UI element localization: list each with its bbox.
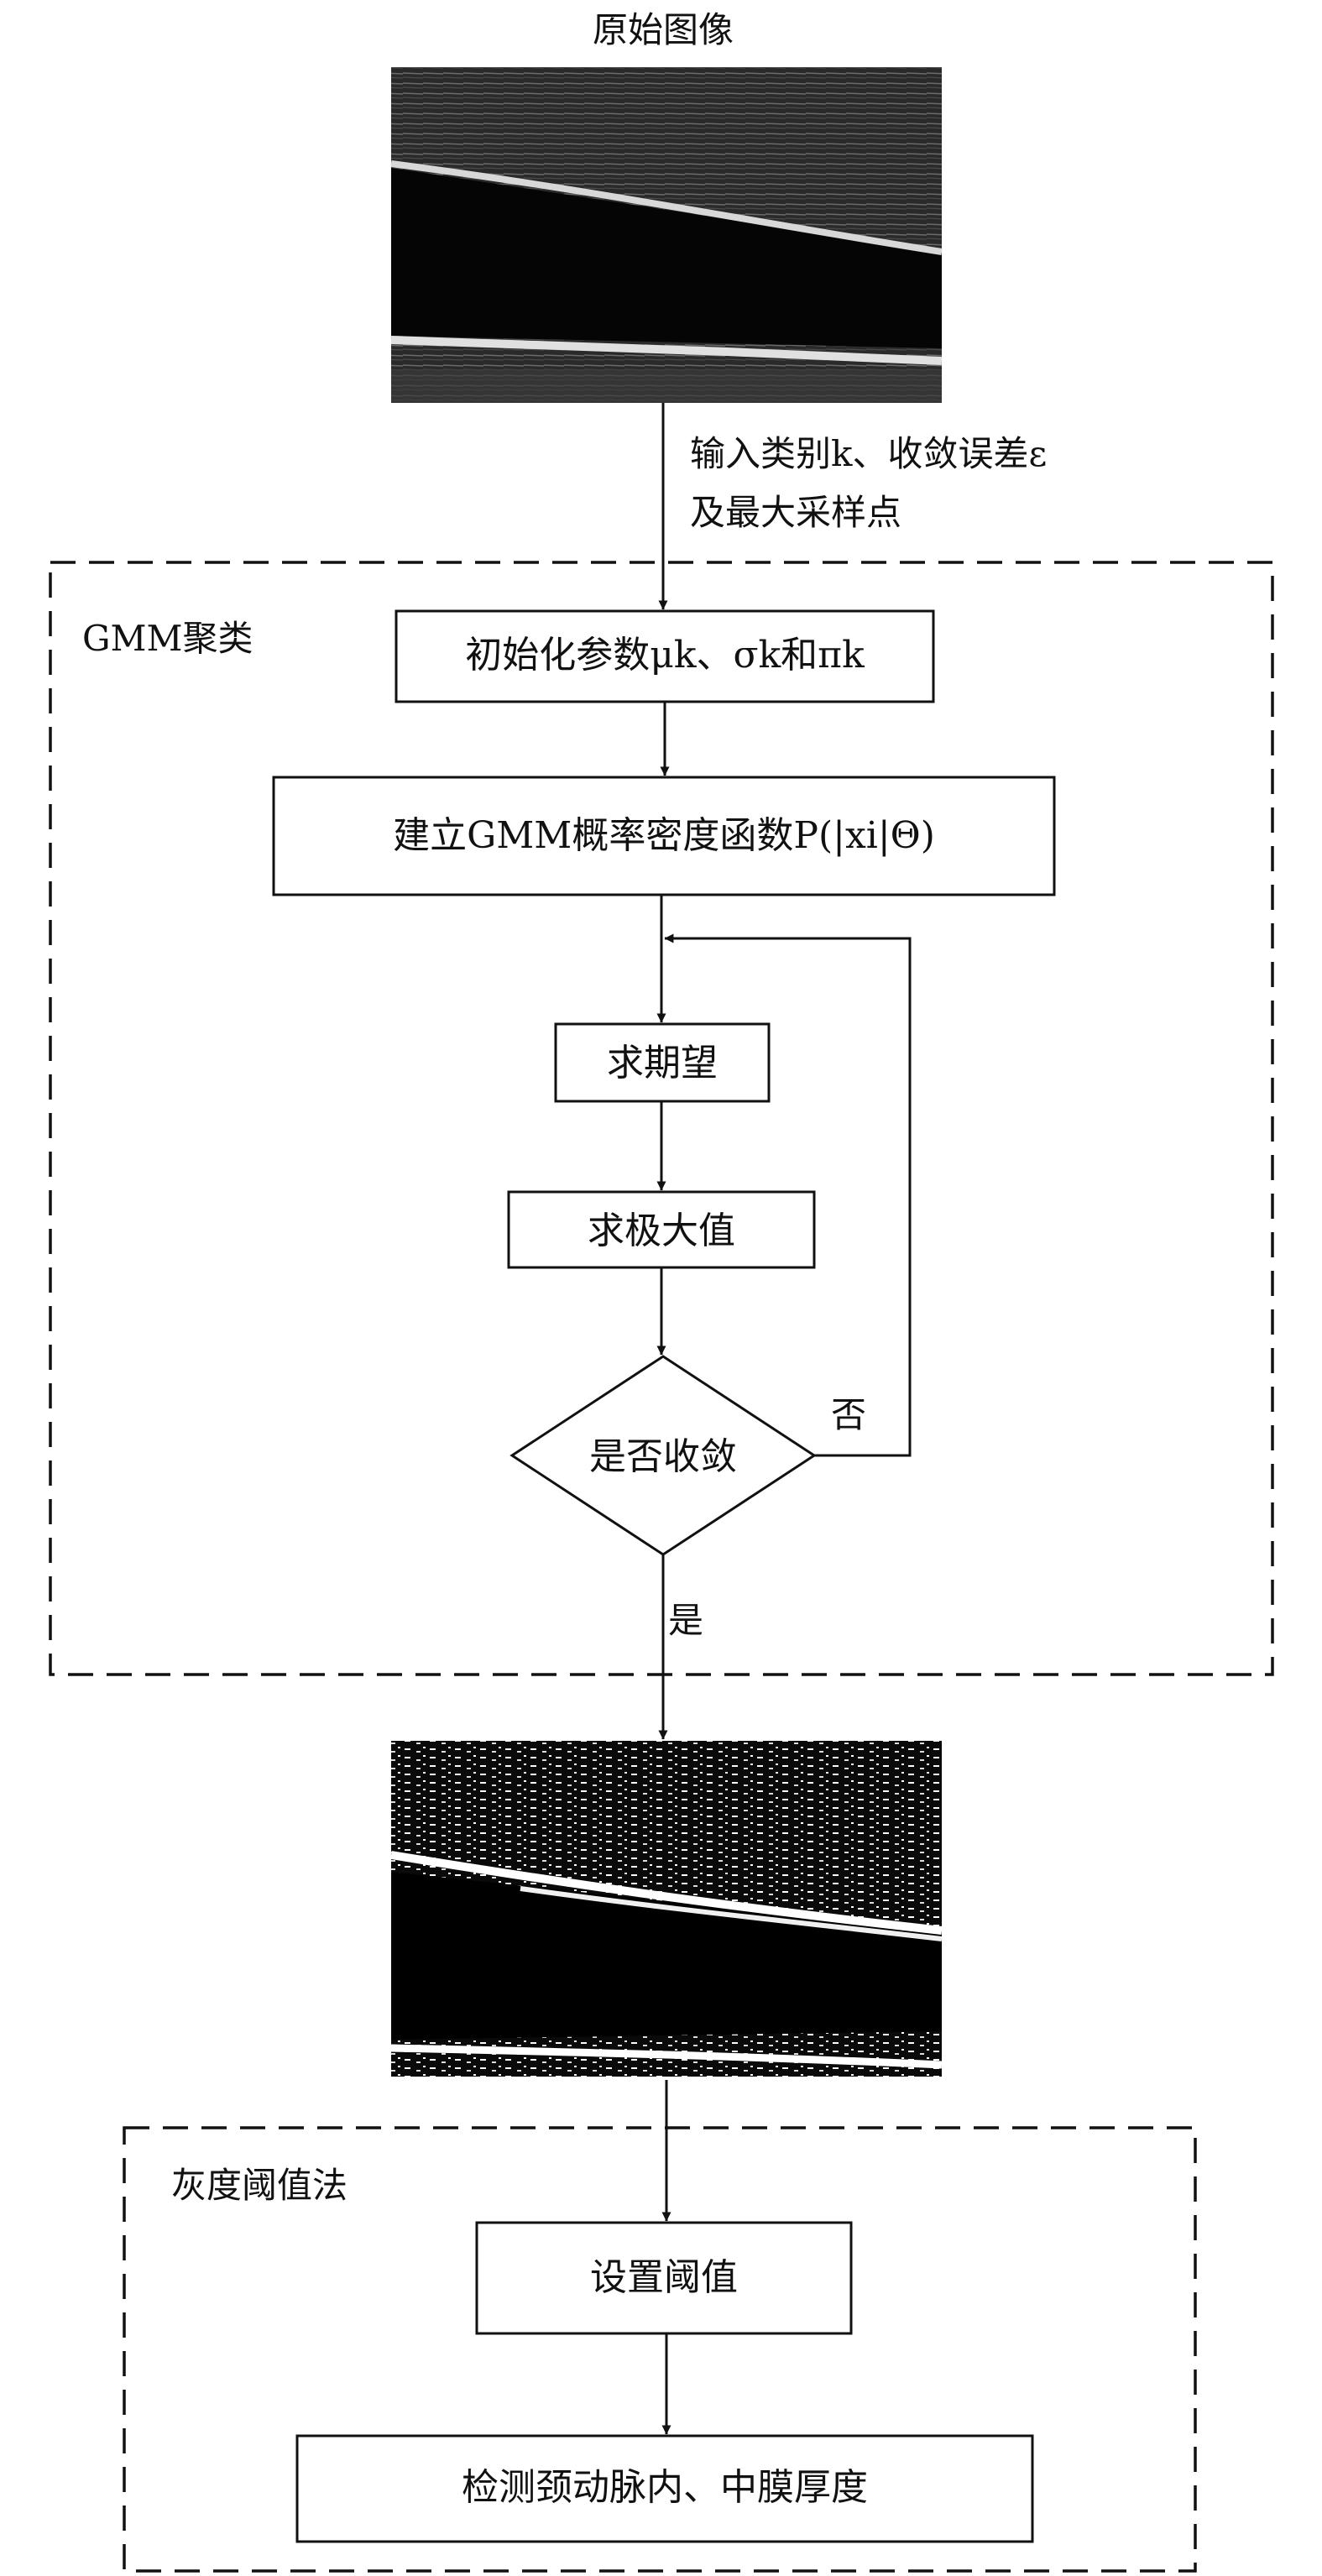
- input-params-line2: 及最大采样点: [690, 492, 901, 533]
- node-measure-text: 检测颈动脉内、中膜厚度: [462, 2466, 868, 2509]
- original-image: [390, 67, 943, 403]
- node-init-params: 初始化参数μk、σk和πk: [395, 609, 935, 703]
- node-set-threshold: 设置阈值: [475, 2221, 853, 2335]
- gmm-cluster-group: [49, 561, 1274, 1676]
- node-converge-text: 是否收敛: [589, 1435, 737, 1478]
- node-max-text: 求极大值: [588, 1210, 735, 1252]
- node-set-threshold-text: 设置阈值: [590, 2256, 738, 2299]
- diagram-title: 原始图像: [593, 9, 734, 50]
- node-expectation: 求期望: [554, 1022, 771, 1103]
- node-build-text: 建立GMM概率密度函数P(|xi|Θ): [393, 814, 935, 857]
- input-params-line1: 输入类别k、收敛误差ε: [690, 433, 1047, 474]
- branch-no-label: 否: [831, 1394, 866, 1435]
- edge-no-loop: [664, 933, 912, 1457]
- clustered-image: [390, 1741, 943, 2077]
- node-expect-text: 求期望: [607, 1042, 718, 1084]
- node-measure-thickness: 检测颈动脉内、中膜厚度: [295, 2434, 1034, 2543]
- node-converge-decision: 是否收敛: [509, 1355, 817, 1556]
- node-init-text: 初始化参数μk、σk和πk: [465, 634, 865, 677]
- threshold-group: [123, 2126, 1197, 2573]
- threshold-group-label: 灰度阈值法: [171, 2165, 347, 2206]
- node-maximization: 求极大值: [507, 1190, 816, 1269]
- gmm-group-label: GMM聚类: [82, 618, 253, 659]
- node-build-gmm: 建立GMM概率密度函数P(|xi|Θ): [272, 776, 1056, 896]
- branch-yes-label: 是: [668, 1600, 703, 1641]
